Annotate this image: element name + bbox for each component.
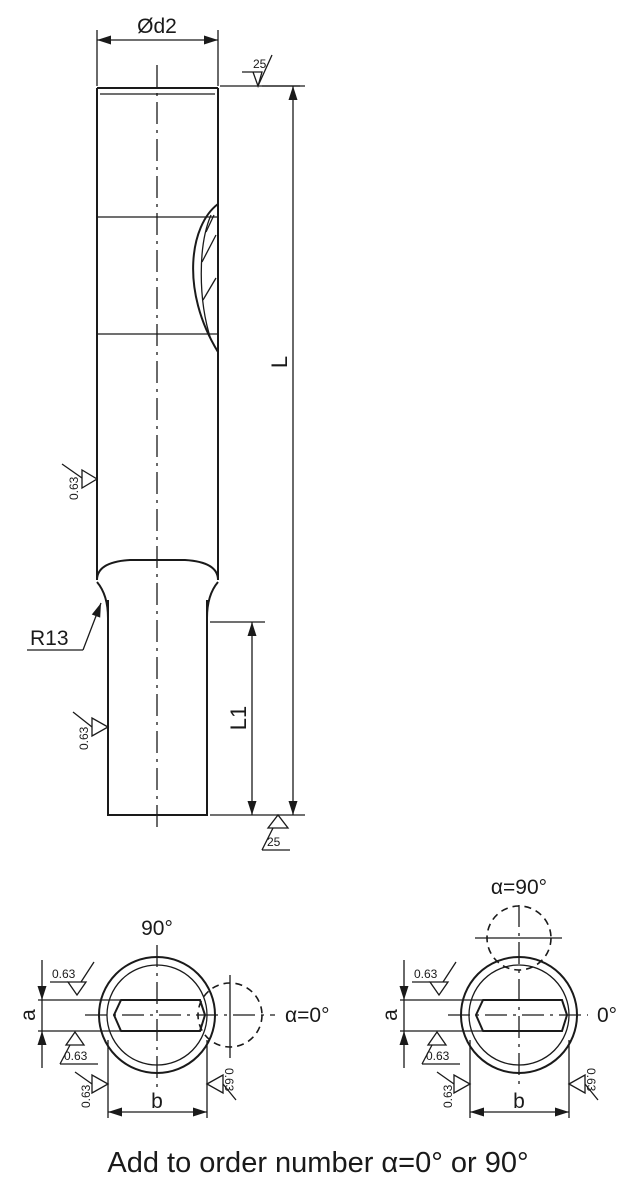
radius-label: R13 [30,627,69,650]
section-left-roughness-right: 0.63 [222,1068,236,1092]
flat-hatch-1 [205,214,215,233]
diameter-dimension: Ød2 [96,15,219,86]
flat-recess [192,203,219,353]
part-side-view [96,65,219,828]
shank-length-dimension: L1 [210,621,265,815]
roughness-top-value: 25 [253,57,267,71]
shank-length-label: L1 [226,706,251,730]
diameter-label: Ød2 [137,15,177,38]
section-view-alpha-0: 90° α=0° a b 0.63 0.63 0.63 0.63 [17,917,329,1118]
dim-b-right: b [513,1090,525,1113]
alpha-0-label: α=0° [285,1004,329,1027]
order-note-caption: Add to order number α=0° or 90° [107,1147,529,1179]
roughness-symbol-top: 25 [242,54,300,89]
section-right-roughness-bottom: 0.63 [426,1049,450,1063]
roughness-symbol-shank: 0.63 [72,711,110,750]
section-left-roughness-left: 0.63 [79,1084,93,1108]
roughness-bottom-value: 25 [267,835,281,849]
roughness-symbol-body: 0.63 [61,463,99,500]
section-left-roughness-bottom: 0.63 [64,1049,88,1063]
dim-b-left: b [151,1090,163,1113]
flat-recess-inner [200,214,212,341]
alpha-90-label: α=90° [491,876,547,899]
fillet-right [206,581,219,619]
angle-0-label: 0° [597,1004,617,1027]
section-right-roughness-right: 0.63 [584,1068,598,1092]
roughness-body-value: 0.63 [67,476,81,500]
dim-a-right: a [379,1009,402,1021]
flat-hatch-3 [202,277,217,301]
radius-callout: R13 [27,601,106,651]
dim-a-left: a [17,1009,40,1021]
section-left-roughness-top: 0.63 [52,967,76,981]
length-label: L [267,356,292,368]
section-right-roughness-left: 0.63 [441,1084,455,1108]
length-dimension: L [210,85,305,816]
roughness-symbol-bottom: 25 [261,813,290,851]
roughness-shank-value: 0.63 [77,726,91,750]
section-view-alpha-90: α=90° 0° a b 0.63 0.63 0.63 0.63 [379,876,617,1118]
section-right-roughness-top: 0.63 [414,967,438,981]
angle-90-label: 90° [141,917,173,940]
flat-hatch-2 [201,234,217,263]
